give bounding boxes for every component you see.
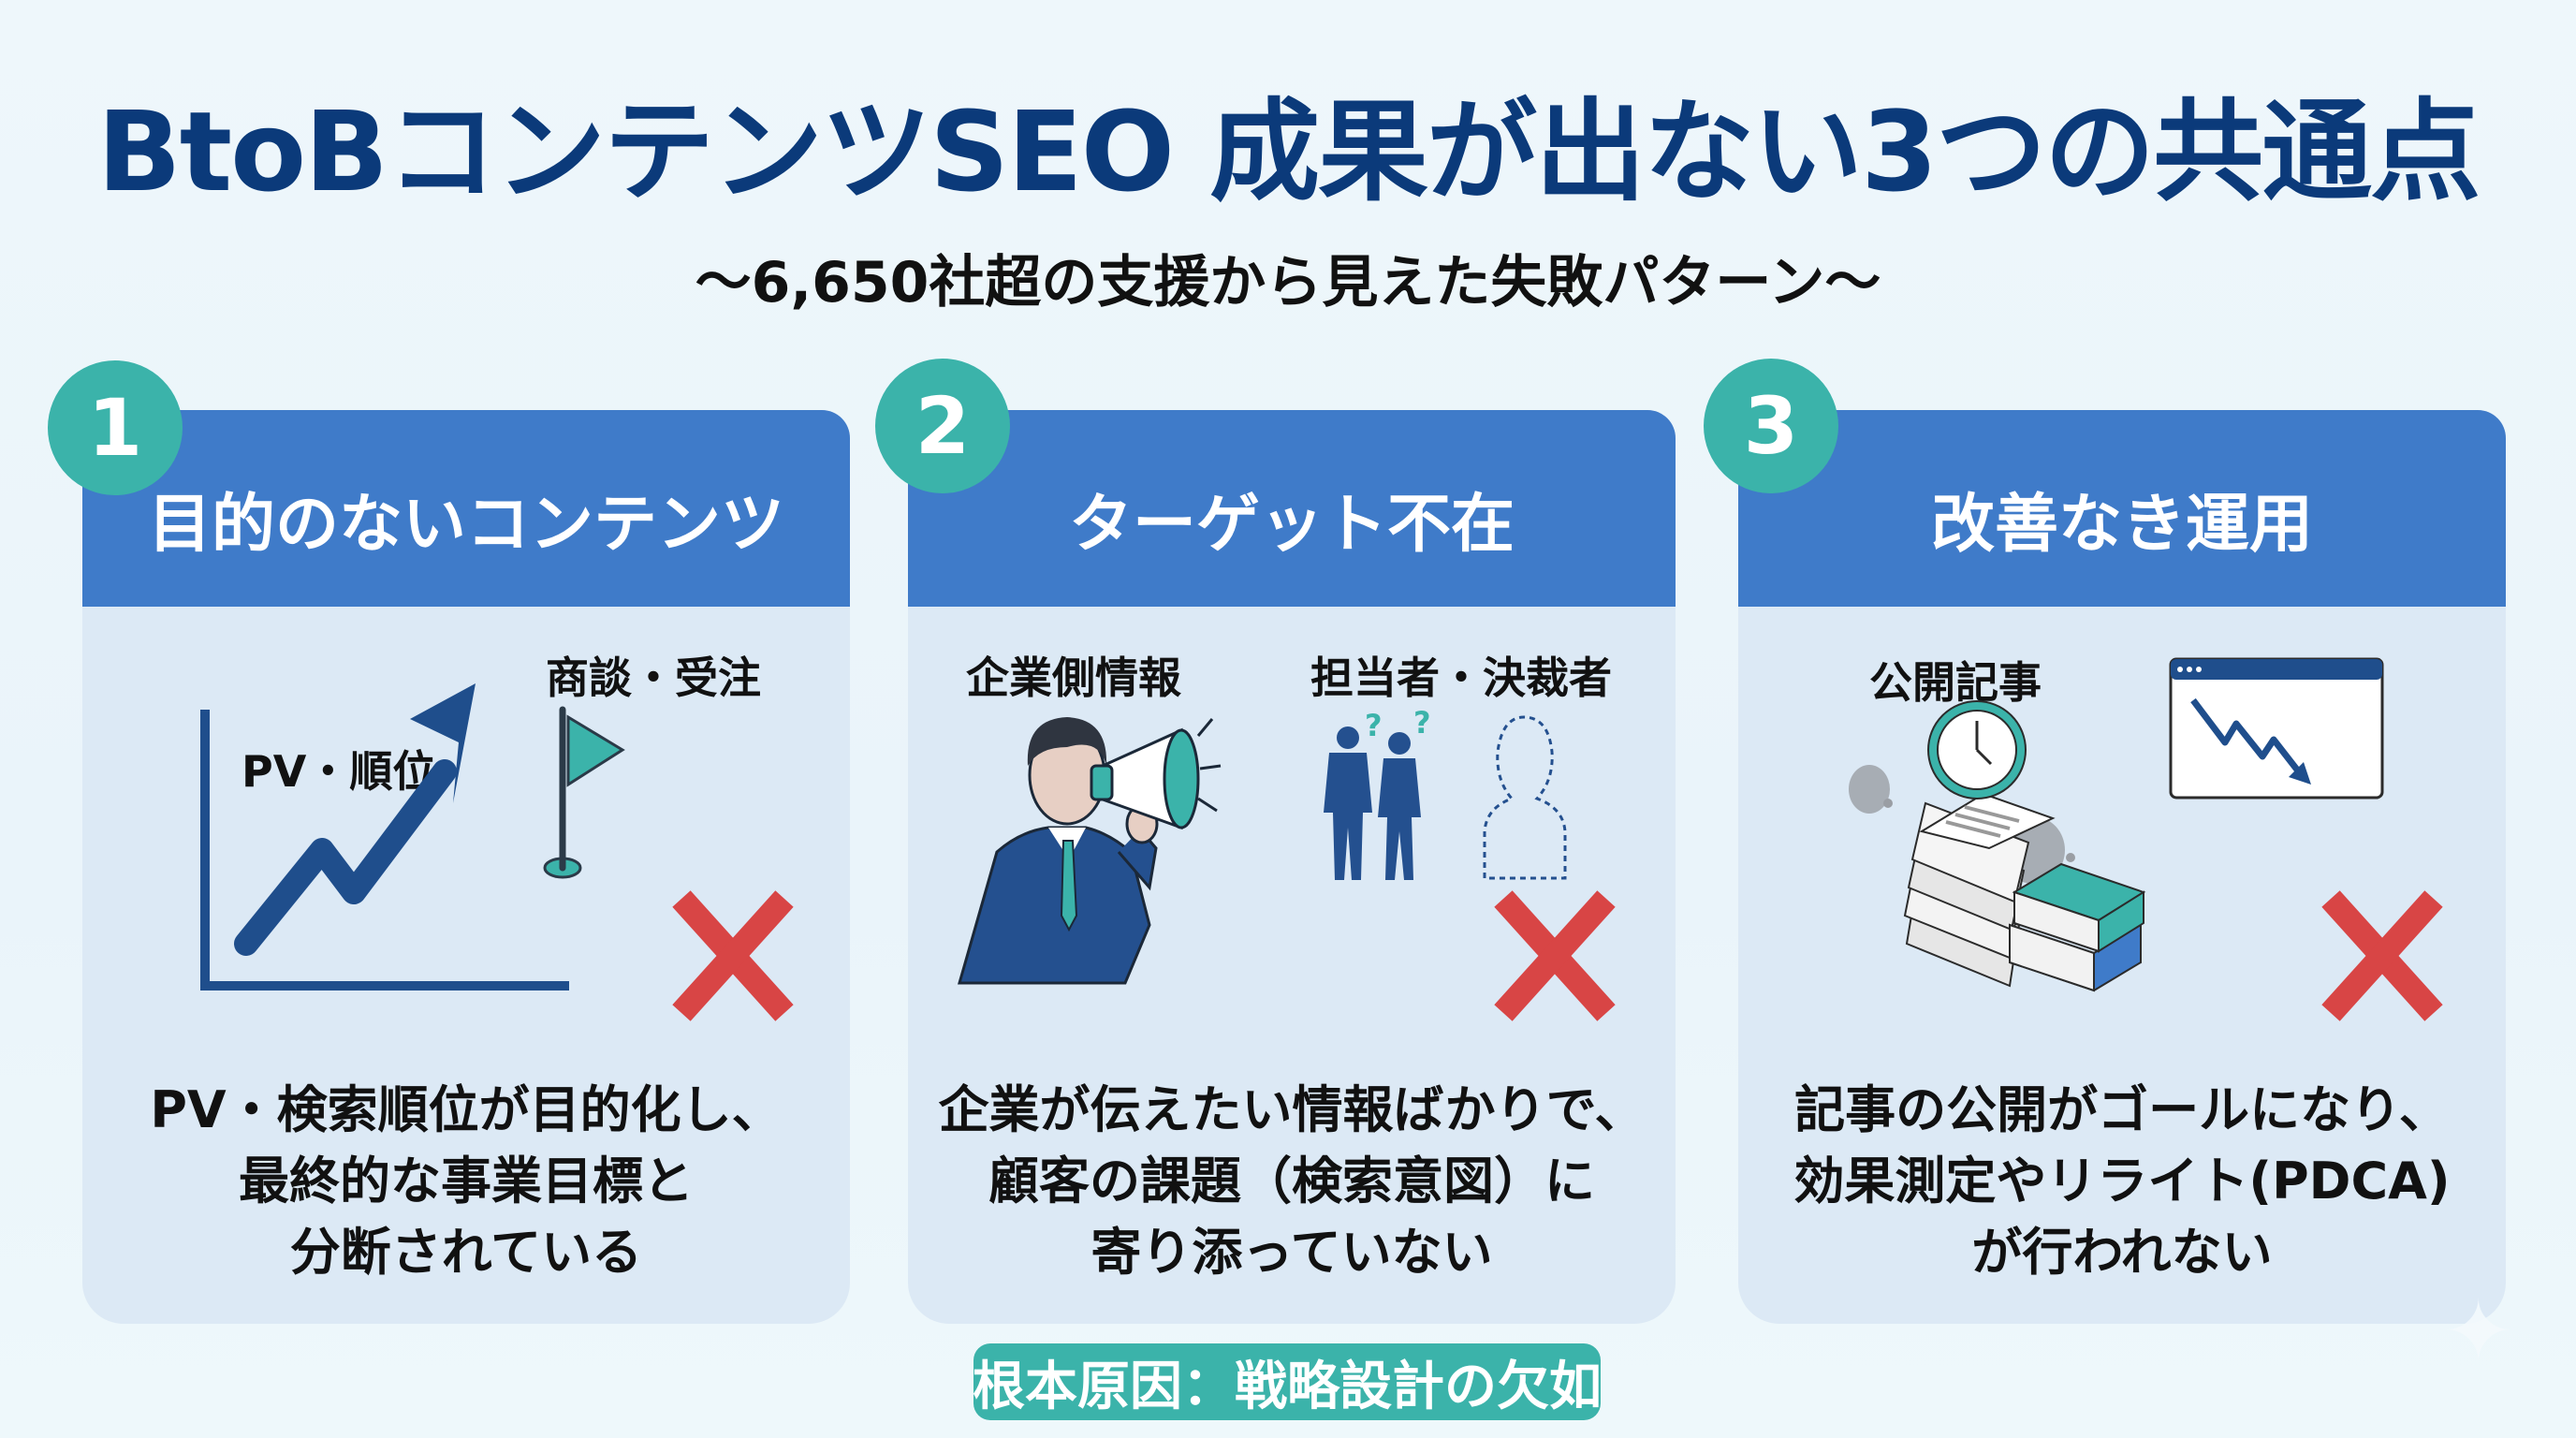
persona-label: 担当者・決裁者 — [1310, 653, 1612, 703]
number-badge-1: 1 — [48, 360, 183, 495]
paper-stack-icon — [1903, 792, 2056, 988]
published-articles-label: 公開記事 — [1869, 657, 2042, 708]
card-description: PV・検索順位が目的化し、 最終的な事業目標と 分断されている — [82, 1075, 850, 1288]
card-title: ターゲット不在 — [1068, 487, 1515, 562]
card-body: 公開記事 — [1738, 607, 2506, 1324]
goal-flag-icon — [543, 706, 625, 879]
books-icon — [2009, 862, 2146, 992]
card-no-target: ターゲット不在 企業側情報 担当者・決裁者 — [908, 410, 1676, 1324]
card-description: 記事の公開がゴールになり、 効果測定やリライト(PDCA) が行われない — [1738, 1075, 2506, 1288]
card-title: 目的のないコンテンツ — [147, 487, 784, 562]
illustration: PV・順位 商談・受注 — [82, 607, 850, 1056]
card-body: 企業側情報 担当者・決裁者 — [908, 607, 1676, 1324]
page-title: BtoBコンテンツSEO 成果が出ない3つの共通点 — [96, 87, 2481, 216]
red-x-icon — [672, 890, 794, 1021]
number-badge-2: 2 — [875, 359, 1010, 493]
description-line: 記事の公開がゴールになり、 — [1794, 1080, 2450, 1139]
card-header: 目的のないコンテンツ — [82, 410, 850, 607]
page-subtitle: 〜6,650社超の支援から見えた失敗パターン〜 — [695, 250, 1881, 315]
clock-icon — [1927, 700, 2027, 800]
pv-rank-label: PV・順位 — [242, 746, 436, 797]
description-line: PV・検索順位が目的化し、 — [150, 1080, 783, 1139]
number-badge-3: 3 — [1704, 359, 1838, 493]
card-header: ターゲット不在 — [908, 410, 1676, 607]
card-no-improvement: 改善なき運用 公開記事 — [1738, 410, 2506, 1324]
root-cause-banner: 根本原因：戦略設計の欠如 — [973, 1343, 1602, 1420]
svg-text:?: ? — [1413, 705, 1431, 741]
card-body: PV・順位 商談・受注 PV・検索順位が目的化し、 最終的な事業目標と 分断され… — [82, 607, 850, 1324]
card-header: 改善なき運用 — [1738, 410, 2506, 607]
description-line: 企業が伝えたい情報ばかりで、 — [938, 1080, 1646, 1139]
description-line: 寄り添っていない — [1090, 1223, 1493, 1282]
red-x-icon — [1494, 890, 1616, 1021]
description-line: 顧客の課題（検索意図）に — [988, 1152, 1595, 1211]
illustration: 企業側情報 担当者・決裁者 — [908, 607, 1676, 1056]
description-line: 最終的な事業目標と — [239, 1152, 694, 1211]
description-line: 分断されている — [289, 1223, 643, 1282]
red-x-icon — [2321, 890, 2443, 1021]
sparkle-icon: ✦ — [2443, 1283, 2514, 1381]
svg-text:?: ? — [1365, 708, 1383, 743]
rising-line-chart-icon — [200, 683, 569, 990]
missing-persona-outline-icon — [1483, 715, 1567, 880]
illustration: 公開記事 — [1738, 607, 2506, 1056]
businessman-megaphone-icon — [958, 717, 1222, 985]
card-title: 改善なき運用 — [1930, 487, 2313, 562]
card-description: 企業が伝えたい情報ばかりで、 顧客の課題（検索意図）に 寄り添っていない — [908, 1075, 1676, 1288]
description-line: 効果測定やリライト(PDCA) — [1793, 1152, 2451, 1211]
card-purposeless-content: 目的のないコンテンツ PV・順位 商談・受注 PV・検索順位が目的化し、 最終的… — [82, 410, 850, 1324]
declining-chart-window-icon — [2169, 657, 2384, 800]
description-line: が行われない — [1971, 1223, 2273, 1282]
confused-personas-icon: ? ? — [1324, 705, 1431, 880]
deal-order-label: 商談・受注 — [546, 653, 761, 703]
company-info-label: 企業側情報 — [966, 653, 1181, 703]
